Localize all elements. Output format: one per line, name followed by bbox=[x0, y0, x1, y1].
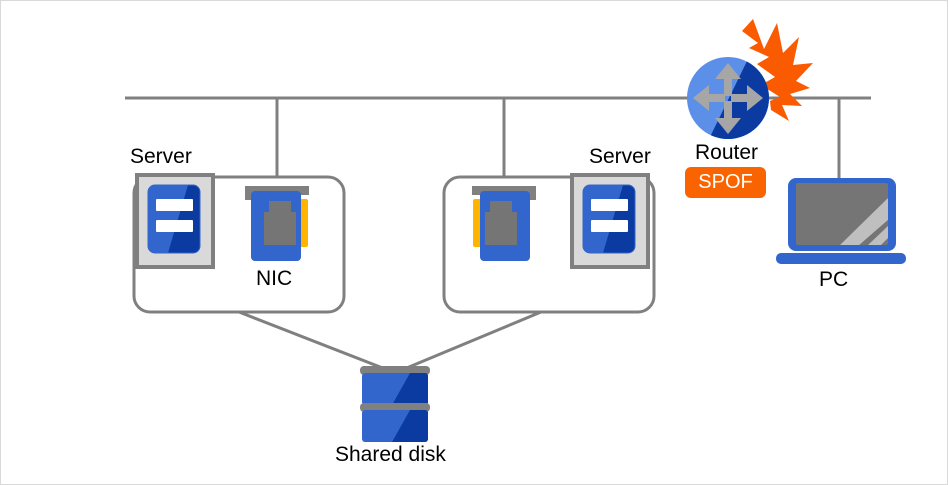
pc-label: PC bbox=[819, 268, 849, 291]
server-icon-right bbox=[570, 173, 650, 269]
router-label: Router bbox=[695, 141, 759, 164]
server-icon-left bbox=[135, 173, 215, 269]
router-node[interactable] bbox=[687, 19, 813, 139]
nic-icon-left bbox=[245, 186, 309, 261]
spof-status-badge: SPOF bbox=[685, 167, 766, 198]
server-group-left[interactable] bbox=[132, 173, 346, 314]
pc-screen-glare bbox=[839, 197, 888, 245]
link-server-left-to-disk bbox=[238, 310, 394, 374]
shared-disk-node[interactable] bbox=[360, 366, 430, 442]
shared-disk-label: Shared disk bbox=[335, 443, 446, 466]
link-server-right-to-disk bbox=[396, 310, 542, 374]
nic-left-label: NIC bbox=[256, 267, 293, 290]
server-group-right[interactable] bbox=[442, 173, 656, 314]
nic-icon-right bbox=[472, 186, 536, 261]
fault-burst-icon bbox=[742, 19, 813, 121]
pc-node[interactable] bbox=[776, 178, 906, 264]
server-right-label: Server bbox=[589, 145, 651, 168]
server-left-label: Server bbox=[130, 145, 192, 168]
router-arrows-icon bbox=[693, 63, 763, 134]
